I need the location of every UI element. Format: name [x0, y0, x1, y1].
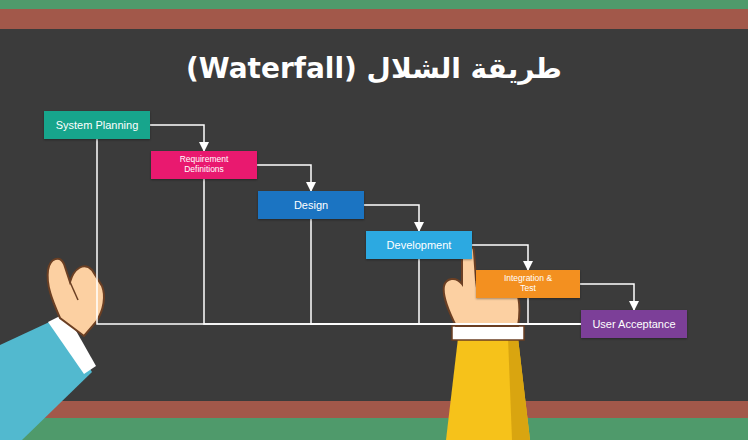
feedback-line [419, 259, 581, 324]
feedback-line [528, 298, 581, 324]
box-label: Integration & Test [496, 274, 560, 294]
flow-arrow [472, 245, 528, 270]
flow-arrow [257, 165, 311, 191]
process-box: User Acceptance [581, 310, 687, 338]
bottom-green-strip [0, 418, 748, 440]
process-box: Development [366, 231, 472, 259]
top-wood-frame [0, 9, 748, 29]
process-box: System Planning [44, 111, 150, 139]
process-box: Design [258, 191, 364, 219]
box-label: System Planning [56, 119, 139, 132]
box-label: Development [387, 239, 452, 252]
process-box: Requirement Definitions [151, 151, 257, 179]
board [0, 29, 748, 401]
box-label: User Acceptance [592, 318, 675, 331]
box-label: Requirement Definitions [171, 155, 237, 175]
feedback-line [204, 179, 581, 324]
feedback-line [311, 219, 581, 324]
flow-arrow [580, 284, 634, 310]
process-box: Integration & Test [476, 270, 580, 298]
bottom-wood-frame [0, 401, 748, 418]
feedback-line [97, 139, 581, 324]
top-green-strip [0, 0, 748, 9]
flow-arrow [150, 125, 204, 151]
page-title: طريقة الشلال (Waterfall) [0, 52, 748, 85]
left-hand [0, 259, 104, 440]
box-label: Design [294, 199, 328, 212]
flow-arrow [364, 205, 419, 231]
